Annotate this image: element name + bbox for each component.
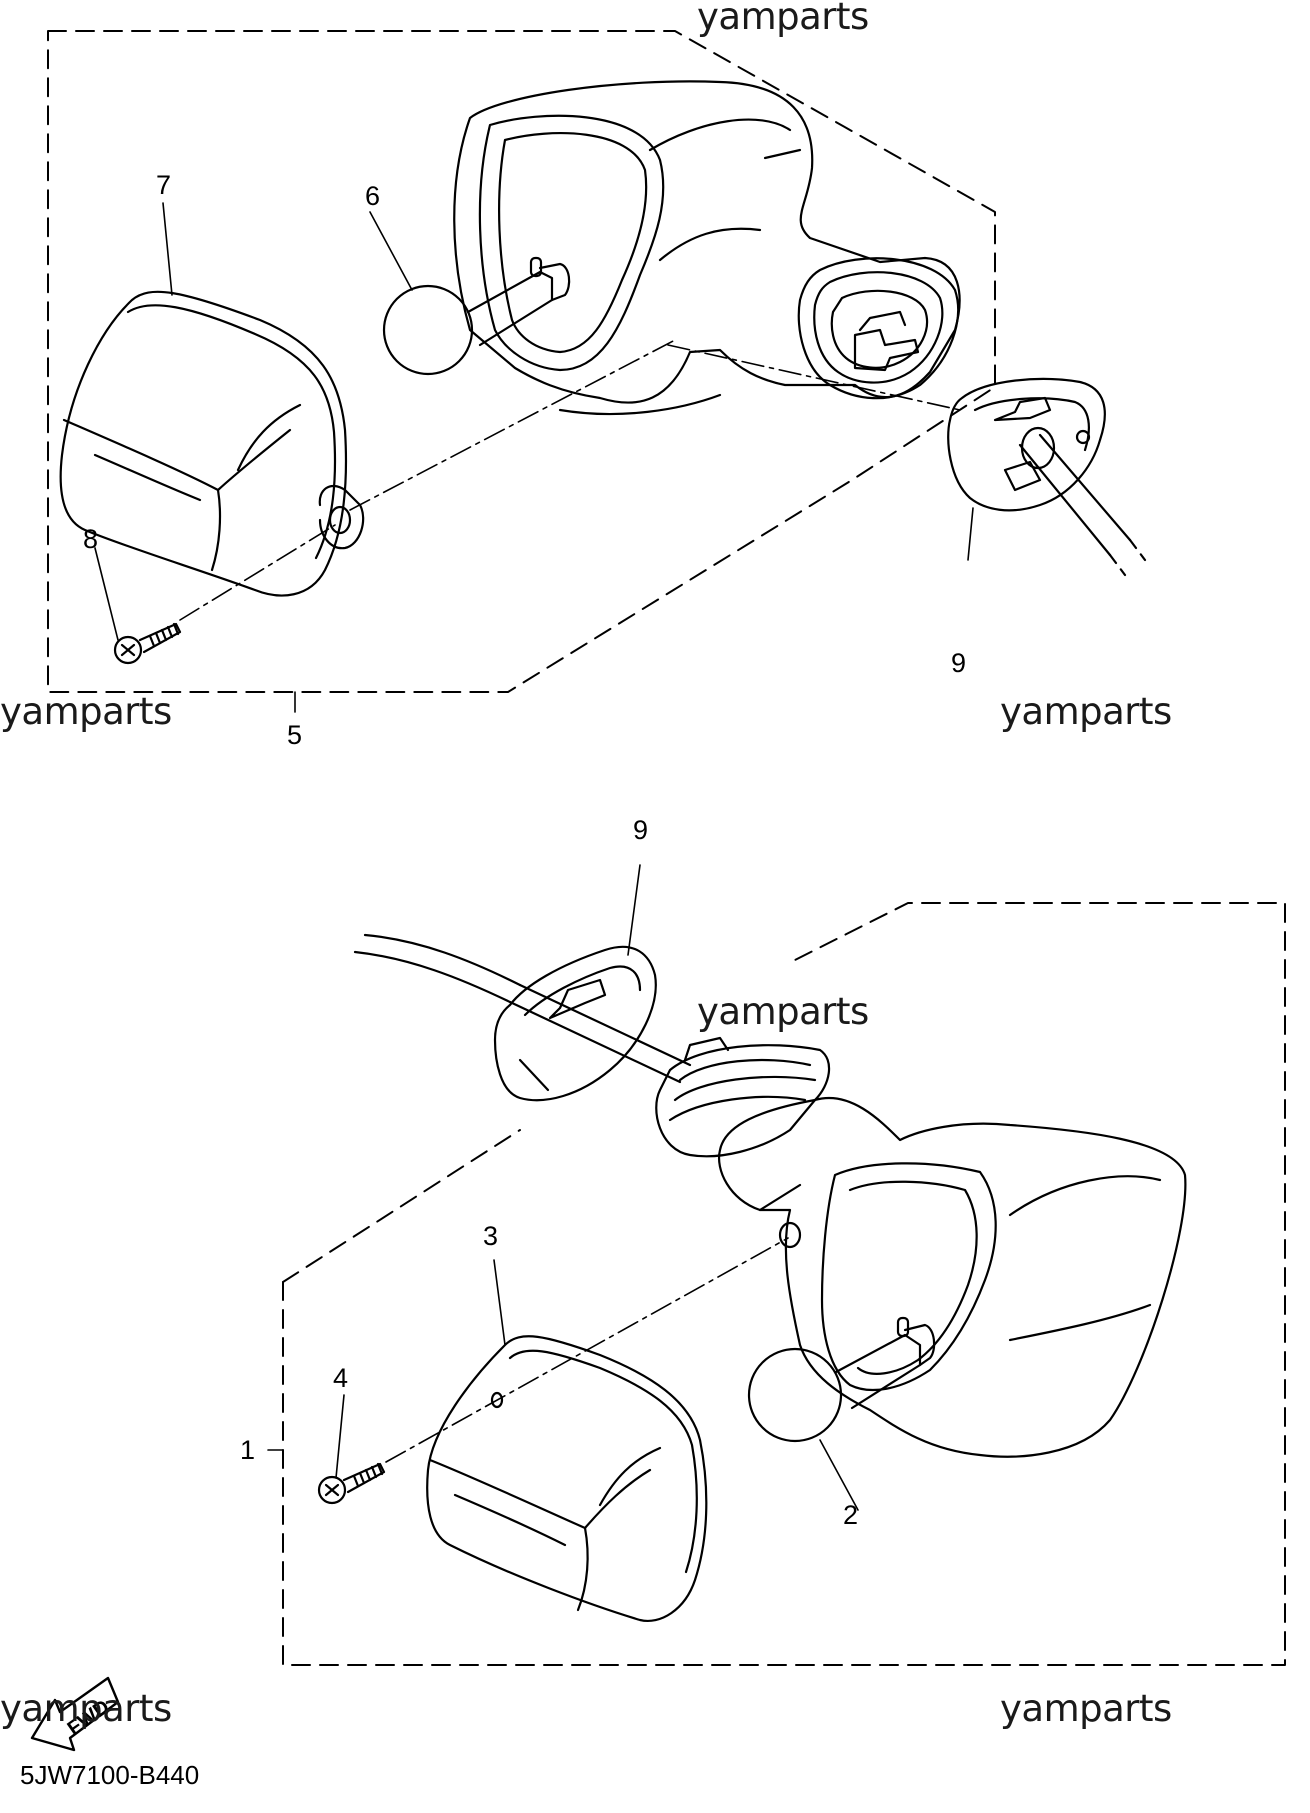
top-screw bbox=[113, 622, 182, 665]
top-wire bbox=[1018, 433, 1132, 557]
callout-5: 5 bbox=[287, 720, 303, 750]
top-lens-alignment-line bbox=[349, 339, 676, 511]
bottom-clamp-bracket bbox=[493, 945, 657, 1102]
callout-1: 1 bbox=[240, 1435, 256, 1465]
top-lens bbox=[59, 290, 365, 597]
callout-9-bottom: 9 bbox=[633, 815, 649, 845]
callout-6: 6 bbox=[365, 181, 381, 211]
bottom-lens bbox=[426, 1335, 708, 1623]
top-screw-alignment-line bbox=[179, 524, 336, 621]
watermark: yamparts bbox=[1000, 1687, 1172, 1730]
top-clamp-bracket bbox=[947, 377, 1106, 512]
top-housing bbox=[453, 80, 961, 404]
top-rubber-grommet bbox=[797, 257, 960, 400]
callout-8: 8 bbox=[83, 524, 99, 554]
watermark: yamparts bbox=[1000, 690, 1172, 733]
bottom-bulb bbox=[747, 1316, 936, 1443]
watermark: yamparts bbox=[697, 0, 869, 38]
diagram-code: 5JW7100-B440 bbox=[20, 1760, 200, 1790]
top-assembly-boundary bbox=[47, 30, 996, 693]
top-turn-signal-assembly bbox=[47, 30, 1147, 713]
callout-4: 4 bbox=[333, 1363, 349, 1393]
watermark: yamparts bbox=[697, 990, 869, 1033]
watermark: yamparts bbox=[0, 690, 172, 733]
watermark: yamparts bbox=[0, 1687, 172, 1730]
bottom-screw-alignment-line bbox=[385, 1237, 789, 1463]
callout-7: 7 bbox=[156, 170, 172, 200]
callout-3: 3 bbox=[483, 1221, 499, 1251]
bottom-turn-signal-assembly bbox=[267, 864, 1286, 1666]
bottom-housing bbox=[717, 1097, 1187, 1458]
top-bulb bbox=[382, 256, 571, 376]
bottom-rubber-grommet bbox=[655, 1036, 831, 1158]
top-lens-screw-tab bbox=[318, 484, 365, 550]
bottom-screw bbox=[317, 1462, 386, 1505]
bottom-assembly-boundary bbox=[282, 902, 1286, 1666]
callout-2: 2 bbox=[843, 1500, 859, 1530]
callout-9-top: 9 bbox=[951, 648, 967, 678]
bottom-wire bbox=[353, 933, 522, 1004]
